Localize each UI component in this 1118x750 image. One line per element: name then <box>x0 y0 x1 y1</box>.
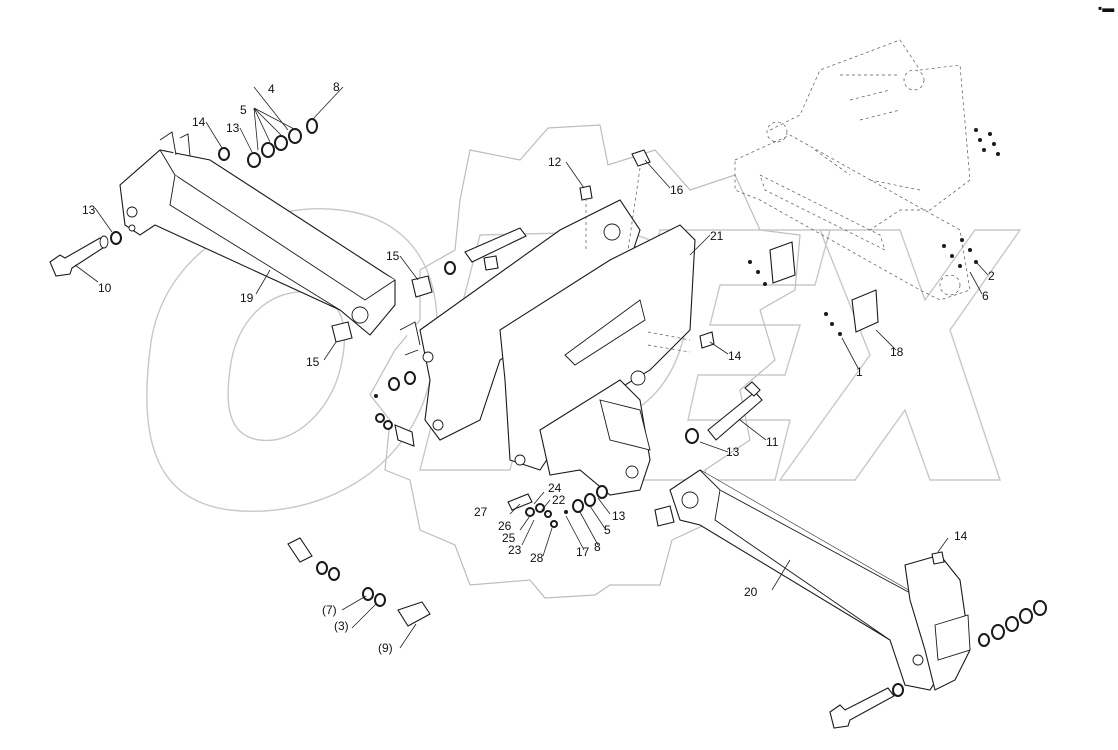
parts-right-washers <box>978 600 1047 647</box>
callout-7: (7) <box>322 603 337 617</box>
callout-14-center: 14 <box>728 349 742 363</box>
callout-20: 20 <box>744 585 758 599</box>
part-14-center-bushing <box>699 331 715 349</box>
callout-4: 4 <box>268 82 275 96</box>
callout-6: 6 <box>982 289 989 303</box>
callout-21: 21 <box>710 229 724 243</box>
leader-lines <box>74 86 989 649</box>
callout-28: 28 <box>530 551 544 565</box>
callout-15-bottom: 15 <box>306 355 320 369</box>
callout-2: 2 <box>988 269 995 283</box>
callout-12: 12 <box>548 155 562 169</box>
part-10-pivot-pin <box>49 231 122 277</box>
callout-8-bottom: 8 <box>594 540 601 554</box>
vehicle-frame-dashed <box>734 39 971 301</box>
callout-13-top: 13 <box>226 121 240 135</box>
callout-14-right: 14 <box>954 529 968 543</box>
watermark-letter-x <box>778 229 1022 481</box>
callout-23: 23 <box>508 543 522 557</box>
callout-24: 24 <box>548 481 562 495</box>
callout-labels: 8 4 5 13 14 13 10 19 15 15 12 16 21 14 2… <box>82 80 995 655</box>
callout-9: (9) <box>378 641 393 655</box>
part-bottom-right-pin <box>829 683 904 729</box>
callout-15-top: 15 <box>386 249 400 263</box>
callout-3: (3) <box>334 619 349 633</box>
callout-5-top: 5 <box>240 103 247 117</box>
callout-13-bottom: 13 <box>612 509 626 523</box>
part-20-boom-arm-right <box>669 469 971 691</box>
part-top-center-pin <box>444 149 691 353</box>
callout-13-right: 13 <box>726 445 740 459</box>
parts-left-frame-washers <box>374 371 416 447</box>
callout-16: 16 <box>670 183 684 197</box>
callout-1: 1 <box>856 365 863 379</box>
callout-26: 26 <box>498 519 512 533</box>
callout-14-top: 14 <box>192 115 206 129</box>
callout-10: 10 <box>98 281 112 295</box>
callout-27: 27 <box>474 505 488 519</box>
callout-13-left: 13 <box>82 203 96 217</box>
callout-8-top: 8 <box>333 80 340 94</box>
part-19-boom-arm-left <box>119 131 396 336</box>
part-21-main-frame <box>399 199 696 496</box>
part-18-brackets <box>748 128 1000 336</box>
parts-15-bushings <box>331 275 433 343</box>
callout-19: 19 <box>240 291 254 305</box>
callout-11: 11 <box>766 435 779 449</box>
part-11-pivot-pin <box>685 381 763 444</box>
callout-18: 18 <box>890 345 904 359</box>
callout-25: 25 <box>502 531 516 545</box>
callout-17: 17 <box>576 545 590 559</box>
part-14-right-bushing <box>931 551 945 565</box>
callout-22: 22 <box>552 493 566 507</box>
parts-left-top-bushings <box>218 118 318 168</box>
part-right-bushing <box>654 505 675 527</box>
parts-bottom-left-pins <box>287 537 431 627</box>
callout-5-bottom: 5 <box>604 523 611 537</box>
corner-mark: ▪▬ <box>1098 1 1114 15</box>
